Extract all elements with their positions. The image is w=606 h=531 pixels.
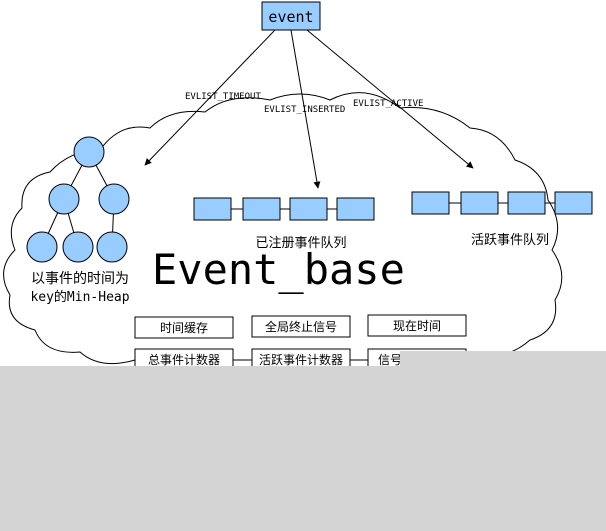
field-label: 活跃事件计数器 (259, 352, 343, 367)
heap-node (62, 231, 94, 263)
queue-node (507, 191, 546, 215)
event-node-label: event (268, 8, 313, 26)
field-label: 信号 (378, 353, 402, 367)
queue-node (242, 197, 281, 221)
edge-label-active: EVLIST_ACTIVE (353, 99, 423, 109)
edge-label-timeout: EVLIST_TIMEOUT (185, 92, 261, 102)
heap-node (48, 183, 80, 215)
field-global-stop-signal: 全局终止信号 (251, 315, 351, 338)
min-heap-tree (26, 136, 130, 263)
field-time-cache: 时间缓存 (134, 316, 234, 339)
heap-node (96, 231, 128, 263)
heap-node (26, 231, 58, 263)
active-queue-label: 活跃事件队列 (471, 233, 549, 248)
field-label: 全局终止信号 (265, 319, 337, 334)
cloud-outline (3, 92, 563, 366)
diagram-title: Event_base (152, 245, 405, 294)
active-queue (411, 191, 593, 215)
event-node: event (261, 1, 321, 31)
field-current-time: 现在时间 (367, 314, 467, 337)
registered-queue (193, 197, 375, 221)
queue-node (336, 197, 375, 221)
queue-node (289, 197, 328, 221)
queue-node (193, 197, 232, 221)
heap-node (73, 136, 105, 168)
field-label: 总事件计数器 (148, 352, 220, 367)
queue-node (460, 191, 499, 215)
gray-overlay (0, 366, 606, 531)
edge-inserted (290, 29, 321, 189)
queue-node (554, 191, 593, 215)
registered-queue-label: 已注册事件队列 (255, 236, 346, 251)
heap-node (98, 183, 130, 215)
edge-active (306, 29, 474, 169)
edge-timeout (144, 29, 276, 166)
heap-caption-line2: key的Min-Heap (30, 289, 129, 305)
field-label: 现在时间 (393, 319, 441, 333)
heap-caption-line1: 以事件的时间为 (31, 271, 129, 287)
edge-label-inserted: EVLIST_INSERTED (264, 105, 345, 115)
field-active-event-counter: 活跃事件计数器 (251, 348, 351, 371)
queue-node (411, 191, 450, 215)
field-total-event-counter: 总事件计数器 (134, 348, 234, 371)
field-label: 时间缓存 (160, 321, 208, 335)
gray-overlay-notch (400, 351, 606, 367)
